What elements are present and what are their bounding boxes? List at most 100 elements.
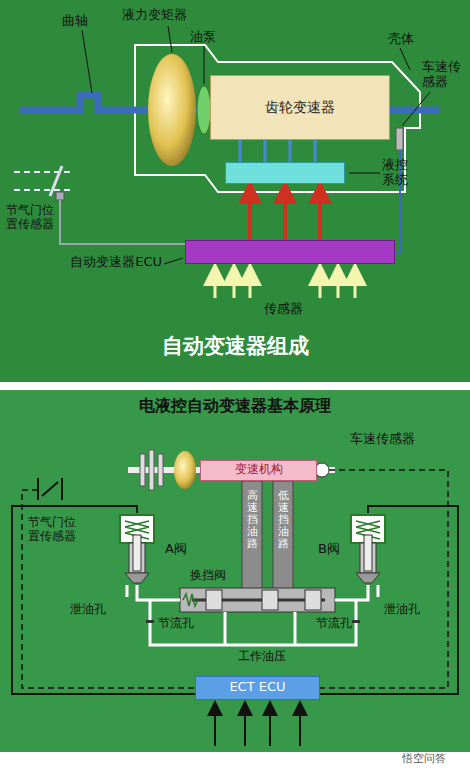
drawing-part (158, 454, 163, 486)
drawing-part (56, 192, 64, 200)
node-label: 自动变速器ECU (70, 255, 162, 270)
valve-seat (125, 573, 149, 583)
part-label: 液力变矩器 (122, 8, 187, 23)
drawing-part (224, 612, 227, 645)
speed-sensor (315, 463, 329, 477)
drawing-part (126, 585, 129, 597)
sensor-wire (22, 490, 200, 688)
connector (320, 506, 458, 694)
throttle (14, 166, 72, 200)
drawing-part (400, 48, 410, 70)
drawing-part (214, 274, 217, 298)
input-arrows (215, 708, 300, 746)
part-label: 电液控自动变速器基本原理 (139, 397, 331, 415)
drawing-part (183, 594, 198, 606)
part-label: 壳体 (388, 32, 414, 47)
drawing-part (244, 708, 246, 746)
drawing-part (377, 585, 380, 597)
oil-line (127, 585, 378, 645)
panel-gap (0, 382, 470, 390)
drawing-part (337, 274, 340, 298)
torque-converter (148, 54, 196, 166)
part-label: 自动变速器组成 (162, 334, 309, 358)
drawing-part (349, 173, 380, 174)
part-label: 节流孔 (158, 617, 194, 631)
solenoid-valve: B阀 (348, 513, 388, 585)
sensor-wire (315, 470, 448, 688)
part-label: 高速挡油路 (247, 490, 258, 550)
part-label: 低速挡油路 (278, 490, 289, 550)
part-label: 车速传感器 (422, 60, 462, 90)
drawing-part (305, 590, 321, 610)
oil-passage (273, 481, 293, 589)
connector (283, 184, 287, 240)
part-label: 车速传感器 (350, 432, 415, 447)
part-label: 节气门位置传感器 (6, 204, 55, 232)
drawing-part (299, 708, 301, 746)
drawing-part (269, 708, 271, 746)
drawing-part (319, 274, 322, 298)
drawing-part (82, 30, 92, 93)
drawing-part (294, 612, 297, 645)
connector (12, 506, 195, 694)
drawing-part (140, 454, 145, 486)
drawing-part (214, 708, 216, 746)
drawing-part (150, 600, 356, 645)
drawing-part (164, 258, 183, 264)
drawing-part (61, 478, 63, 500)
speed-sensor (396, 128, 403, 150)
drawing-part (206, 590, 222, 610)
valve-symbol (348, 513, 388, 585)
part-label: 传感器 (264, 302, 303, 317)
box-text: ECT ECU (196, 680, 319, 695)
ecu-box: 自动变速器ECU (185, 240, 395, 264)
drawing-part (262, 590, 278, 610)
drawing-part (37, 478, 39, 500)
sensor-wire (60, 200, 185, 244)
leader-line (82, 26, 430, 264)
shift-valve-spool (183, 590, 325, 610)
drawing-part (137, 585, 180, 600)
part-label: 节气门位置传感器 (28, 516, 77, 544)
drawing-part (402, 92, 430, 126)
drawing-part (249, 274, 252, 298)
drawing-part (168, 26, 172, 52)
valve-seat (356, 573, 380, 583)
drawing-part (354, 274, 357, 298)
valve-plunger (364, 535, 372, 571)
connector (239, 140, 242, 162)
housing-outline (135, 45, 420, 192)
part-label: 油泵 (190, 30, 216, 45)
drawing-part (352, 620, 360, 623)
node-label: A阀 (165, 542, 187, 557)
box-text: 齿轮变速器 (211, 99, 389, 115)
shift-valve-body (180, 588, 335, 612)
solenoid-valve: A阀 (117, 513, 157, 585)
panel-ground (0, 390, 470, 752)
connector (248, 184, 252, 240)
node-label: 液控系统 (382, 158, 409, 188)
part-label: 悟空问答 (402, 753, 446, 766)
connector (264, 140, 267, 162)
drawing-part (204, 46, 205, 84)
torque-converter (174, 451, 196, 489)
connector (318, 184, 322, 240)
box-text: 变速机构 (201, 463, 316, 477)
connector (314, 140, 317, 162)
drawing-part (149, 450, 154, 490)
valve-symbol (117, 513, 157, 585)
gearbox-box: 齿轮变速器 (210, 75, 390, 140)
hydraulic-control-box: 液控系统 (225, 162, 345, 184)
part-label: 工作油压 (238, 650, 286, 664)
oil-pump (197, 86, 211, 134)
gear-mechanism-box: 变速机构 (200, 460, 317, 481)
part-label: 曲轴 (62, 14, 88, 29)
sensor-arrows (215, 274, 355, 298)
node-label: B阀 (318, 542, 340, 557)
part-label: 泄油孔 (384, 603, 420, 617)
drawing-part (335, 585, 368, 600)
part-label: 换挡阀 (190, 569, 226, 583)
connector (289, 140, 292, 162)
